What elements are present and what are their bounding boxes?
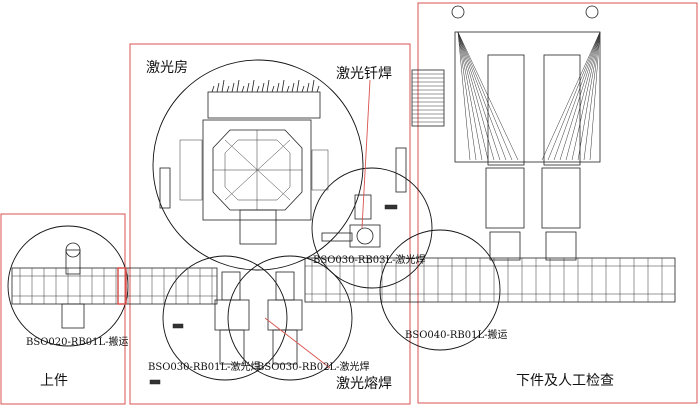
inspection-rig-2	[541, 54, 581, 261]
station-label-bso030-rb01l: BSO030-RB01L-激光焊	[148, 360, 261, 373]
station-label-bso040-rb01l: BSO040-RB01L-搬运	[405, 328, 508, 341]
reach-fan-lines	[457, 31, 601, 161]
unloading-walkway	[454, 31, 601, 163]
fusion-robot-2	[267, 271, 303, 365]
station-label-bso020-rb01l: BSO020-RB01L-搬运	[26, 335, 129, 348]
fusion-robot-1	[214, 271, 250, 365]
unloading-label: 下件及人工检查	[516, 373, 614, 389]
laser-room-label: 激光房	[146, 59, 188, 76]
lifting-hooks	[451, 5, 599, 19]
transfer-robot-reach	[379, 229, 501, 351]
loading-robot	[61, 242, 85, 329]
loading-handoff-marker	[117, 267, 127, 305]
brazing-robot	[321, 224, 381, 248]
loading-label: 上件	[40, 373, 68, 389]
laser-cell-reach	[152, 59, 364, 271]
tooling-cluster	[207, 79, 321, 119]
conveyor-rollers	[19, 258, 663, 304]
loading-zone-border	[0, 213, 126, 405]
fusion-leader-line	[264, 317, 331, 369]
inspection-rig-1	[485, 54, 525, 261]
side-equipment	[149, 147, 407, 385]
stairs	[411, 69, 445, 127]
station-label-bso030-rb02l: BSO030-RB02L-激光焊	[257, 360, 370, 373]
fusion-robot-2-reach	[227, 255, 353, 381]
laser-brazing-label: 激光钎焊	[336, 65, 392, 82]
brazing-robot-reach	[311, 167, 433, 289]
conveyor-line	[11, 257, 676, 305]
laser-room-border	[129, 43, 411, 405]
unloading-zone-border	[417, 2, 698, 404]
laser-fusion-label: 激光熔焊	[336, 375, 392, 392]
brazing-leader-line	[361, 79, 371, 229]
laser-fixture	[179, 119, 329, 245]
fusion-robot-1-reach	[162, 255, 288, 381]
station-label-bso030-rb03l: BSO030-RB03L-激光焊	[313, 253, 426, 266]
